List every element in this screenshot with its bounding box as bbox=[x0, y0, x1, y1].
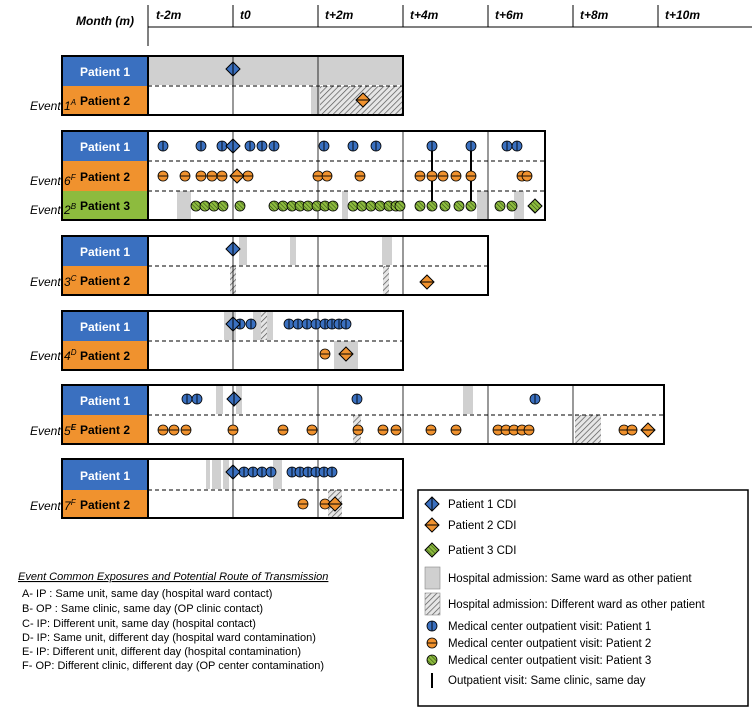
legend-label: Hospital admission: Same ward as other p… bbox=[448, 573, 692, 585]
patient-2-label: Patient 2 bbox=[80, 94, 130, 108]
legend-label: Medical center outpatient visit: Patient… bbox=[448, 638, 651, 650]
month-axis: Month (m) t-2m t0 t+2m t+4m t+6m t+8m t+… bbox=[76, 5, 752, 46]
patient3-visit-icon bbox=[234, 200, 246, 212]
patient-1-label: Patient 1 bbox=[80, 245, 130, 259]
patient3-visits bbox=[190, 200, 518, 212]
note-item: A- IP : Same unit, same day (hospital wa… bbox=[22, 588, 272, 600]
patient3-cdi-marker bbox=[527, 198, 543, 214]
patient3-visit-icon bbox=[356, 200, 368, 212]
patient-2-label: Patient 2 bbox=[80, 170, 130, 184]
tick-label: t+10m bbox=[665, 8, 700, 22]
legend-label: Hospital admission: Different ward as ot… bbox=[448, 599, 706, 611]
patient-1-label: Patient 1 bbox=[80, 469, 130, 483]
patient3-visit-icon bbox=[327, 200, 339, 212]
patient-2-label: Patient 2 bbox=[80, 274, 130, 288]
admission-same-ward-icon bbox=[424, 566, 441, 590]
legend-label: Outpatient visit: Same clinic, same day bbox=[448, 675, 646, 687]
legend-label: Medical center outpatient visit: Patient… bbox=[448, 655, 651, 667]
patient3-visit-icon bbox=[208, 200, 220, 212]
patient3-visit-icon bbox=[347, 200, 359, 212]
patient3-cdi-icon bbox=[424, 542, 440, 558]
patient2-visits bbox=[157, 424, 638, 436]
legend-label: Patient 1 CDI bbox=[448, 499, 516, 511]
patient-2-label: Patient 2 bbox=[80, 498, 130, 512]
event-4-label: Event 4D bbox=[30, 348, 77, 363]
event-2-label: Event 2B bbox=[30, 202, 77, 217]
event-5-panel: Patient 1 Patient 2 Event 5E bbox=[30, 384, 665, 445]
patient3-visit-icon bbox=[190, 200, 202, 212]
patient3-visit-icon bbox=[465, 200, 477, 212]
event-3-panel: Patient 1 Patient 2 Event 3C bbox=[30, 235, 489, 296]
patient-1-label: Patient 1 bbox=[80, 65, 130, 79]
patient1-visits bbox=[181, 393, 541, 405]
patient3-visit-icon bbox=[453, 200, 465, 212]
patient-1-label: Patient 1 bbox=[80, 394, 130, 408]
patient3-visit-icon bbox=[426, 654, 438, 666]
patient3-visit-icon bbox=[439, 200, 451, 212]
patient2-visits bbox=[157, 170, 533, 182]
admission-different-ward-icon bbox=[424, 592, 441, 616]
tick-label: t0 bbox=[240, 8, 251, 22]
event-7-label: Event 7F bbox=[30, 498, 77, 513]
event-1-panel: Patient 1 Patient 2 Event 1A bbox=[30, 55, 404, 116]
patient-2-label: Patient 2 bbox=[80, 423, 130, 437]
event-7-panel: Patient 1 Patient 2 Event 7F bbox=[30, 458, 404, 519]
exposure-notes: Event Common Exposures and Potential Rou… bbox=[18, 571, 328, 672]
patient3-visit-icon bbox=[277, 200, 289, 212]
patient-1-label: Patient 1 bbox=[80, 320, 130, 334]
patient3-visit-icon bbox=[268, 200, 280, 212]
tick-label: t-2m bbox=[156, 8, 182, 22]
patient3-visit-icon bbox=[302, 200, 314, 212]
patient-3-label: Patient 3 bbox=[80, 199, 130, 213]
note-item: B- OP : Same clinic, same day (OP clinic… bbox=[22, 603, 263, 615]
patient3-visit-icon bbox=[217, 200, 229, 212]
event-4-panel: Patient 1 Patient 2 Event 4D bbox=[30, 310, 404, 371]
tick-label: t+2m bbox=[325, 8, 354, 22]
patient3-visit-icon bbox=[199, 200, 211, 212]
event-1-label: Event 1A bbox=[30, 98, 76, 113]
event-6-2-panel: Patient 1 Patient 2 Patient 3 Event 6F E… bbox=[30, 130, 546, 221]
legend-label: Patient 3 CDI bbox=[448, 545, 516, 557]
tick-label: t+8m bbox=[580, 8, 609, 22]
legend-label: Medical center outpatient visit: Patient… bbox=[448, 621, 651, 633]
event-6-label: Event 6F bbox=[30, 173, 77, 188]
note-item: E- IP: Different unit, different day (ho… bbox=[22, 646, 301, 658]
patient3-visit-icon bbox=[506, 200, 518, 212]
patient3-visit-icon bbox=[494, 200, 506, 212]
patient1-visits bbox=[157, 140, 523, 152]
legend-label: Patient 2 CDI bbox=[448, 520, 516, 532]
tick-label: t+4m bbox=[410, 8, 439, 22]
patient1-visits bbox=[234, 318, 352, 330]
patient2-visits bbox=[319, 348, 331, 360]
patient3-visit-icon bbox=[414, 200, 426, 212]
notes-title: Event Common Exposures and Potential Rou… bbox=[18, 571, 328, 583]
event-3-label: Event 3C bbox=[30, 274, 77, 289]
patient3-visit-icon bbox=[426, 200, 438, 212]
patient-2-label: Patient 2 bbox=[80, 349, 130, 363]
event-5-label: Event 5E bbox=[30, 423, 77, 438]
note-item: F- OP: Different clinic, different day (… bbox=[22, 660, 324, 672]
patient1-visits bbox=[238, 466, 338, 478]
tick-label: t+6m bbox=[495, 8, 524, 22]
patient3-visit-icon bbox=[365, 200, 377, 212]
patient3-visit-icon bbox=[374, 200, 386, 212]
legend: Patient 1 CDI Patient 2 CDI Patient 3 CD… bbox=[417, 489, 749, 707]
note-item: D- IP: Same unit, different day (hospita… bbox=[22, 632, 316, 644]
patient3-visit-icon bbox=[394, 200, 406, 212]
patient2-visits bbox=[297, 498, 331, 510]
axis-label: Month (m) bbox=[76, 14, 134, 28]
note-item: C- IP: Different unit, same day (hospita… bbox=[22, 618, 256, 630]
patient-1-label: Patient 1 bbox=[80, 140, 130, 154]
